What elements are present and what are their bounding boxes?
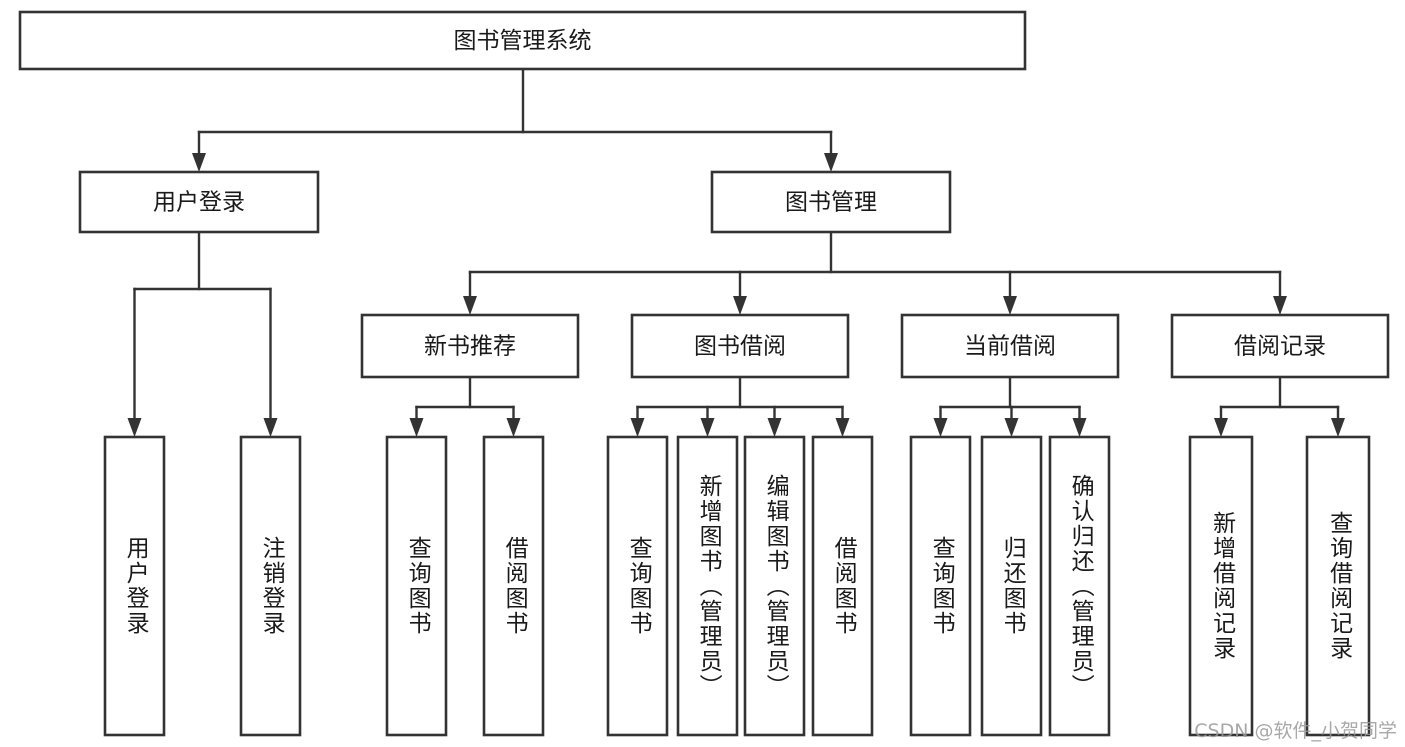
node-leaf-add-record-label: 新增借阅记录 bbox=[1208, 511, 1235, 661]
node-leaf-query-book-nr-label: 查询图书 bbox=[404, 536, 431, 636]
arrow-head-icon bbox=[835, 418, 850, 437]
node-leaf-edit-book-label: 编辑图书（管理员） bbox=[762, 473, 789, 699]
arrow-head-icon bbox=[506, 418, 521, 437]
arrow-head-icon bbox=[263, 418, 278, 437]
node-leaf-edit-book[interactable] bbox=[743, 435, 806, 737]
node-leaf-borrow-book-nr-label: 借阅图书 bbox=[501, 536, 528, 636]
arrow-head-icon bbox=[1214, 418, 1228, 437]
node-leaf-add-record[interactable] bbox=[1188, 435, 1254, 737]
node-leaf-user-logout[interactable] bbox=[239, 435, 302, 737]
arrow-head-icon bbox=[409, 418, 424, 437]
node-leaf-confirm-return[interactable] bbox=[1048, 435, 1111, 737]
node-leaf-add-book[interactable] bbox=[676, 435, 739, 737]
arrow-head-icon bbox=[1003, 296, 1017, 315]
node-leaf-query-record-label: 查询借阅记录 bbox=[1325, 511, 1352, 661]
node-book-borrow-label: 图书借阅 bbox=[694, 334, 786, 360]
arrow-head-icon bbox=[1273, 296, 1287, 315]
node-leaf-return-book-label: 归还图书 bbox=[999, 536, 1026, 636]
arrow-head-icon bbox=[933, 418, 948, 437]
arrow-head-icon bbox=[1004, 418, 1019, 437]
arrow-head-icon bbox=[767, 418, 782, 437]
node-borrow-record-label: 借阅记录 bbox=[1234, 334, 1326, 360]
node-root[interactable] bbox=[18, 10, 1027, 71]
node-new-book-recommend-label: 新书推荐 bbox=[424, 334, 516, 360]
arrow-head-icon bbox=[463, 296, 477, 315]
node-user-login-label: 用户登录 bbox=[153, 190, 245, 216]
node-leaf-query-book-bb[interactable] bbox=[606, 435, 669, 737]
node-leaf-confirm-return-label: 确认归还（管理员） bbox=[1067, 473, 1094, 699]
arrow-head-icon bbox=[127, 418, 142, 437]
arrow-head-icon bbox=[192, 153, 206, 172]
node-leaf-return-book[interactable] bbox=[980, 435, 1043, 737]
node-leaf-query-book-nr[interactable] bbox=[385, 435, 448, 737]
node-leaf-query-book-cb[interactable] bbox=[909, 435, 972, 737]
arrow-head-icon bbox=[733, 296, 747, 315]
node-leaf-borrow-book-bb[interactable] bbox=[811, 435, 874, 737]
node-book-borrow[interactable] bbox=[630, 313, 850, 379]
node-current-borrow-label: 当前借阅 bbox=[964, 334, 1056, 360]
node-leaf-query-book-bb-label: 查询图书 bbox=[625, 536, 652, 636]
node-leaf-user-login[interactable] bbox=[103, 435, 166, 737]
node-leaf-query-book-cb-label: 查询图书 bbox=[928, 536, 955, 636]
node-current-borrow[interactable] bbox=[900, 313, 1120, 379]
node-leaf-query-record[interactable] bbox=[1305, 435, 1371, 737]
node-book-manage[interactable] bbox=[710, 170, 952, 234]
node-leaf-add-book-label: 新增图书（管理员） bbox=[695, 473, 722, 699]
connector-layer bbox=[127, 67, 1345, 437]
node-borrow-record[interactable] bbox=[1170, 313, 1390, 379]
node-user-login[interactable] bbox=[78, 170, 320, 234]
csdn-watermark: CSDN @软件_小贺同学 bbox=[1194, 720, 1397, 742]
arrow-head-icon bbox=[630, 418, 645, 437]
node-book-manage-label: 图书管理 bbox=[785, 190, 877, 216]
node-leaf-user-logout-label: 注销登录 bbox=[258, 536, 285, 636]
arrow-head-icon bbox=[824, 153, 838, 172]
arrow-head-icon bbox=[1072, 418, 1087, 437]
node-root-label: 图书管理系统 bbox=[454, 28, 592, 54]
arrow-head-icon bbox=[700, 418, 715, 437]
node-leaf-borrow-book-bb-label: 借阅图书 bbox=[830, 536, 857, 636]
box-layer bbox=[18, 10, 1390, 737]
arrow-head-icon bbox=[1331, 418, 1345, 437]
node-leaf-borrow-book-nr[interactable] bbox=[482, 435, 545, 737]
node-new-book-recommend[interactable] bbox=[360, 313, 580, 379]
node-leaf-user-login-label: 用户登录 bbox=[122, 536, 149, 636]
